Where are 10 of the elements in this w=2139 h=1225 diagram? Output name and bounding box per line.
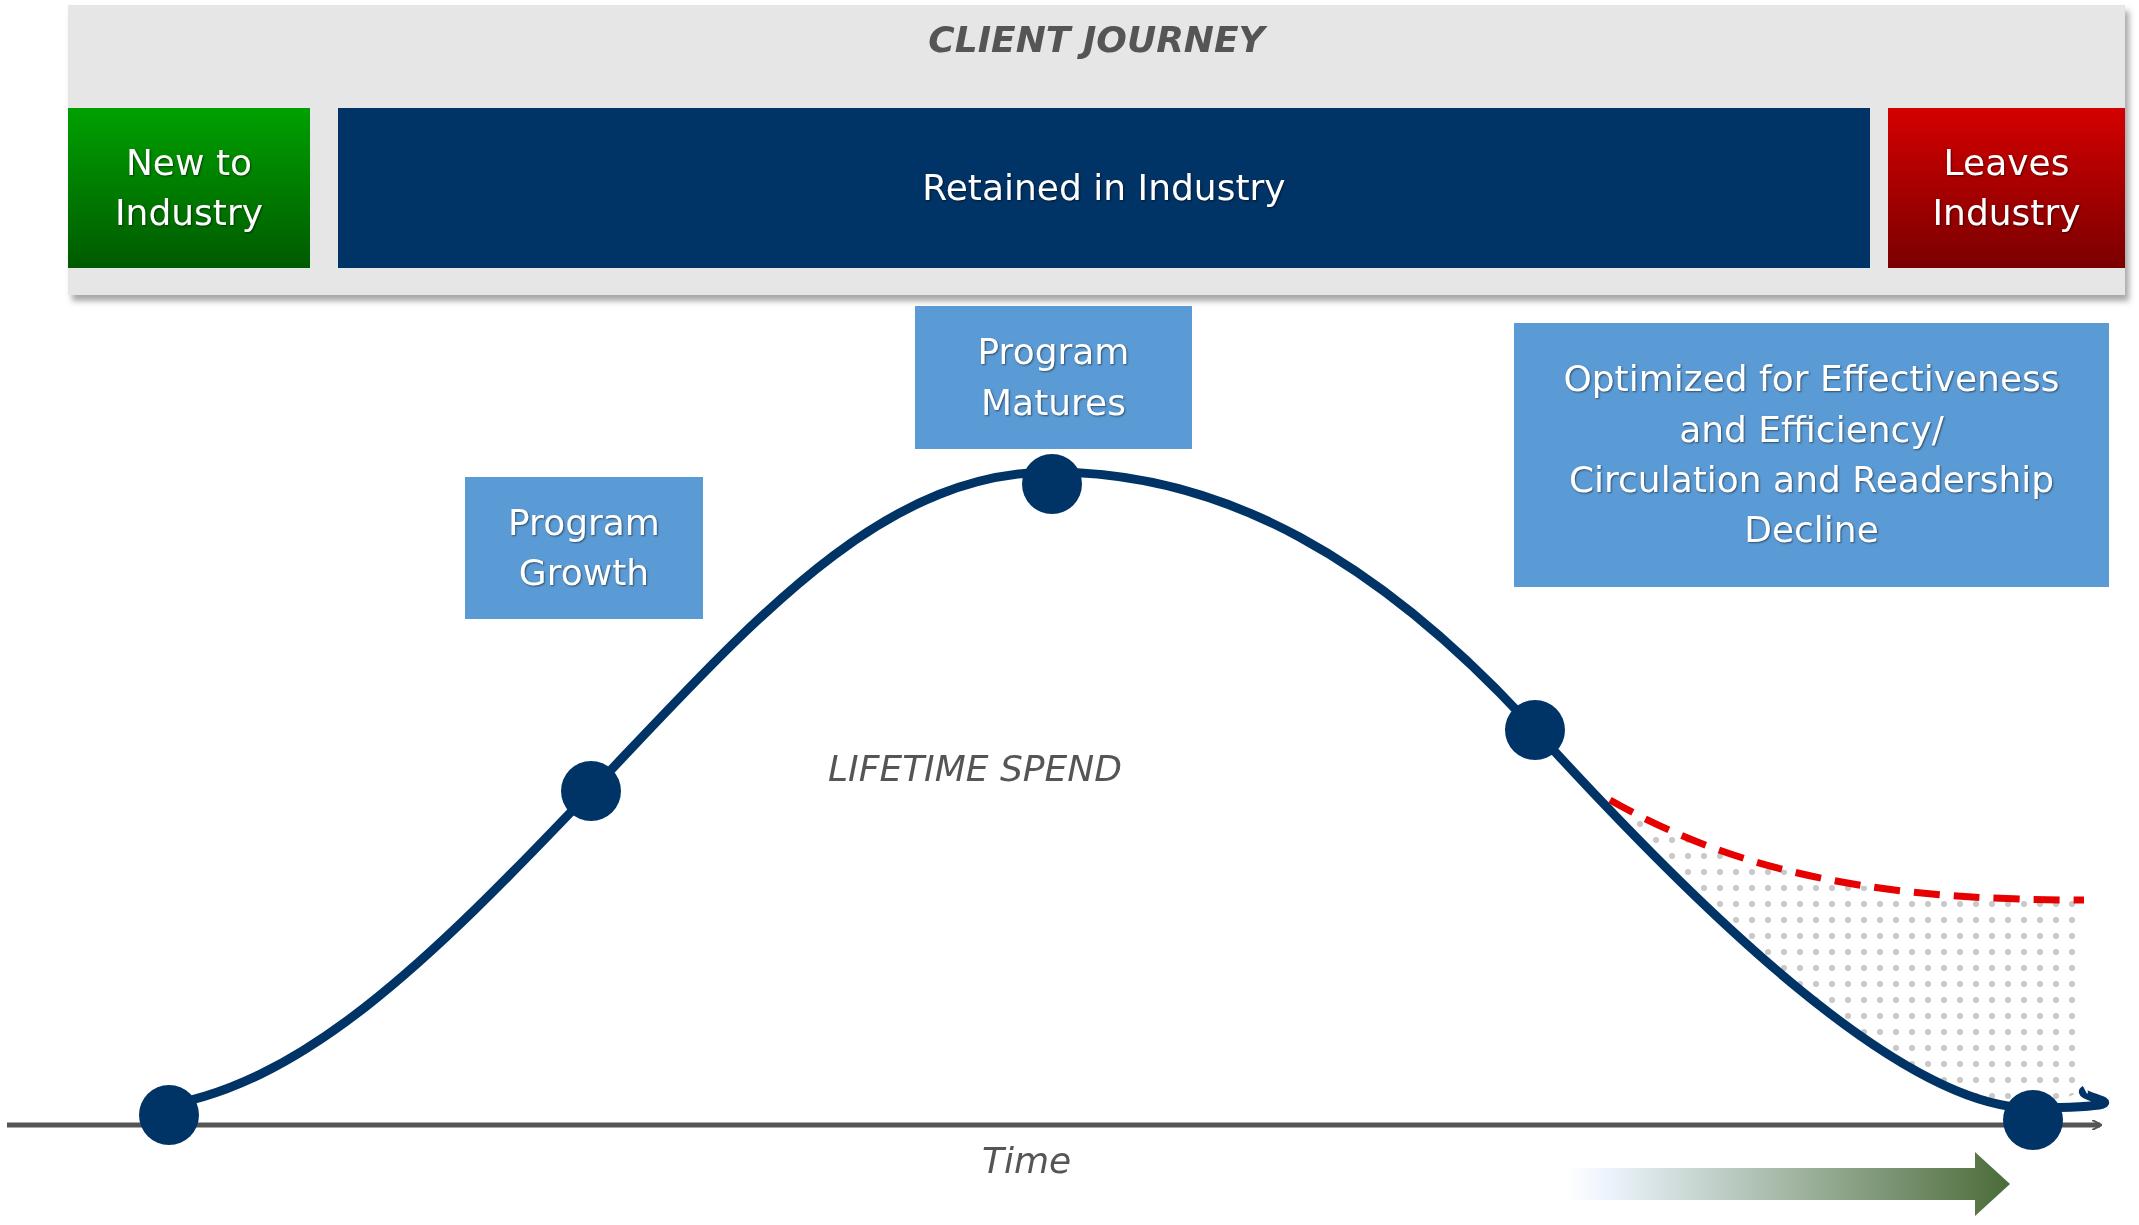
- stage-banner: Leaves Industry: [1888, 108, 2125, 268]
- phase-box: Program Growth: [465, 477, 703, 619]
- journey-band: [68, 5, 2125, 295]
- stage-banner: Retained in Industry: [338, 108, 1870, 268]
- phase-box: Program Matures: [915, 306, 1192, 449]
- axis-label: Time: [982, 1140, 1072, 1181]
- stage-banner: New to Industry: [68, 108, 310, 268]
- phase-box: Optimized for Effectiveness and Efficiency/ Circulation and Readership Decline: [1514, 323, 2109, 587]
- band-title: CLIENT JOURNEY: [68, 19, 2125, 60]
- chart-label: LIFETIME SPEND: [828, 748, 1122, 789]
